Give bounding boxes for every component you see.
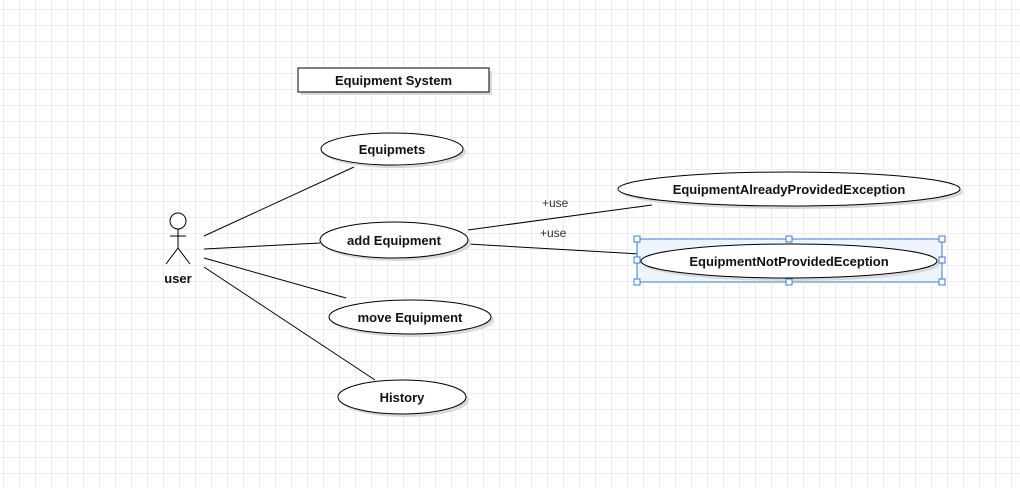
actor-icon [165, 212, 191, 265]
use-case-label: move Equipment [358, 310, 463, 325]
selection-handles[interactable] [633, 235, 946, 286]
resize-handle-ne [938, 235, 946, 243]
use-case-history[interactable]: History [337, 379, 469, 417]
use-case-not-provided-exception[interactable]: EquipmentNotProvidedEception [633, 235, 946, 286]
use-relation-not-provided[interactable] [467, 243, 641, 255]
use-label-already-provided: +use [542, 196, 569, 210]
use-case-label: add Equipment [347, 233, 442, 248]
resize-handle-e [938, 256, 946, 264]
resize-handle-sw [633, 278, 641, 286]
resize-handle-w [633, 256, 641, 264]
system-title-box[interactable]: Equipment System [297, 67, 492, 95]
association-user-history[interactable] [203, 266, 376, 381]
actor-label: user [164, 271, 191, 286]
use-case-equipmets[interactable]: Equipmets [320, 132, 466, 168]
use-case-already-provided-exception[interactable]: EquipmentAlreadyProvidedException [617, 171, 963, 209]
use-case-label: EquipmentNotProvidedEception [689, 254, 888, 269]
system-title: Equipment System [335, 73, 452, 88]
use-relation-already-provided[interactable] [467, 204, 653, 231]
actor-user[interactable]: user [164, 212, 192, 286]
association-user-equipmets[interactable] [203, 166, 355, 237]
resize-handle-nw [633, 235, 641, 243]
resize-handle-s [785, 278, 793, 286]
use-case-label: Equipmets [359, 142, 425, 157]
resize-handle-se [938, 278, 946, 286]
use-case-add-equipment[interactable]: add Equipment [319, 221, 471, 261]
resize-handle-n [785, 235, 793, 243]
association-user-add-equipment[interactable] [203, 242, 321, 250]
association-user-move-equipment[interactable] [203, 257, 347, 299]
use-case-label: EquipmentAlreadyProvidedException [673, 182, 906, 197]
use-case-move-equipment[interactable]: move Equipment [328, 299, 494, 337]
use-case-label: History [380, 390, 426, 405]
use-label-not-provided: +use [540, 226, 567, 240]
